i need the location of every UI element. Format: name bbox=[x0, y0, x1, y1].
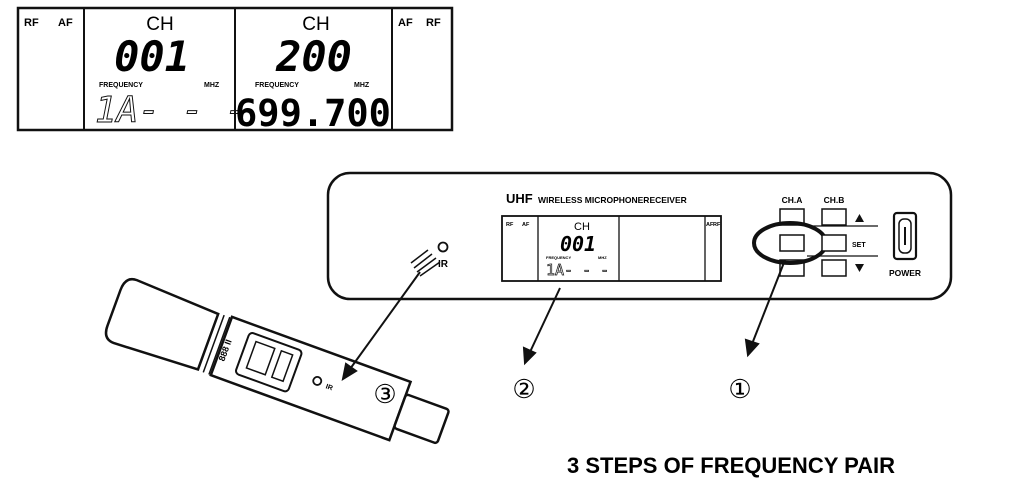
step-3-marker: ③ bbox=[373, 379, 396, 409]
mini-lcd-ch-value: 001 bbox=[560, 232, 596, 256]
up-arrow-icon bbox=[855, 214, 864, 222]
receiver-title-small: WIRELESS MICROPHONERECEIVER bbox=[538, 195, 687, 205]
mini-lcd-rf-right: RF bbox=[713, 222, 721, 228]
chb-down-button[interactable] bbox=[821, 259, 847, 277]
mini-lcd-ch: CH bbox=[574, 221, 590, 233]
lcd-left-mhz: MHZ bbox=[204, 82, 220, 89]
receiver-ir-label: IR bbox=[438, 259, 449, 270]
lcd-af-right: AF bbox=[398, 17, 413, 29]
lcd-af-left: AF bbox=[58, 17, 73, 29]
lcd-rf-right: RF bbox=[426, 17, 441, 29]
power-label: POWER bbox=[889, 268, 921, 278]
receiver-mini-lcd: RF AF AF RF CH 001 FREQUENCY MHZ 1A- - - bbox=[501, 215, 722, 282]
chb-label: CH.B bbox=[824, 195, 845, 205]
step-1-marker: ① bbox=[728, 374, 751, 404]
mini-lcd-mhz: MHZ bbox=[598, 255, 607, 260]
arrowhead-icon bbox=[744, 338, 760, 358]
mini-lcd-af-right: AF bbox=[706, 222, 714, 228]
lcd-display: RF AF AF RF CH 001 FREQUENCY MHZ 1A- - -… bbox=[16, 6, 454, 135]
lcd-left-ch-value: 001 bbox=[114, 32, 190, 81]
step3-arrow bbox=[349, 271, 421, 370]
mini-lcd-rf: RF bbox=[506, 222, 514, 228]
chb-up-button[interactable] bbox=[821, 208, 847, 226]
cha-label: CH.A bbox=[782, 195, 803, 205]
step2-arrow bbox=[529, 287, 561, 353]
mic-ir-label: IR bbox=[325, 383, 334, 392]
mini-lcd-freq-value: 1A- - - bbox=[546, 261, 609, 279]
arrowhead-icon bbox=[522, 346, 537, 366]
mic-grille bbox=[104, 277, 220, 371]
lcd-right-mhz: MHZ bbox=[354, 82, 370, 89]
ir-emitter-icon bbox=[437, 241, 449, 253]
mic-ir-sensor-icon bbox=[312, 376, 323, 386]
lcd-frame bbox=[16, 6, 454, 132]
cha-set-button[interactable] bbox=[779, 234, 805, 252]
mic-end-cap bbox=[393, 393, 450, 445]
step-arrows bbox=[341, 259, 786, 382]
lcd-rf-left: RF bbox=[24, 17, 39, 29]
mini-lcd-af: AF bbox=[522, 222, 530, 228]
lcd-left-freq-value: 1A- - - bbox=[95, 90, 247, 131]
lcd-right-ch-value: 200 bbox=[275, 32, 352, 81]
lcd-right-ch-label: CH bbox=[302, 14, 329, 35]
set-label: SET bbox=[852, 242, 866, 249]
step-2-marker: ② bbox=[512, 374, 535, 404]
lcd-right-freq-label: FREQUENCY bbox=[255, 82, 299, 89]
lcd-right-freq-value: 699.700 bbox=[235, 92, 391, 135]
handheld-microphone: 888 II IR bbox=[104, 277, 450, 445]
lcd-left-ch-label: CH bbox=[146, 14, 173, 35]
receiver-panel: UHF WIRELESS MICROPHONERECEIVER RF AF AF… bbox=[326, 171, 953, 301]
arrowhead-icon bbox=[341, 362, 358, 382]
receiver-title-big: UHF bbox=[506, 191, 533, 206]
ir-signal-icon bbox=[410, 249, 441, 277]
caption: 3 STEPS OF FREQUENCY PAIR bbox=[567, 453, 895, 478]
chb-set-button[interactable] bbox=[821, 234, 847, 252]
step1-arrow bbox=[751, 259, 786, 345]
mini-lcd-freq: FREQUENCY bbox=[546, 255, 571, 260]
down-arrow-icon bbox=[855, 264, 864, 272]
lcd-left-freq-label: FREQUENCY bbox=[99, 82, 143, 89]
